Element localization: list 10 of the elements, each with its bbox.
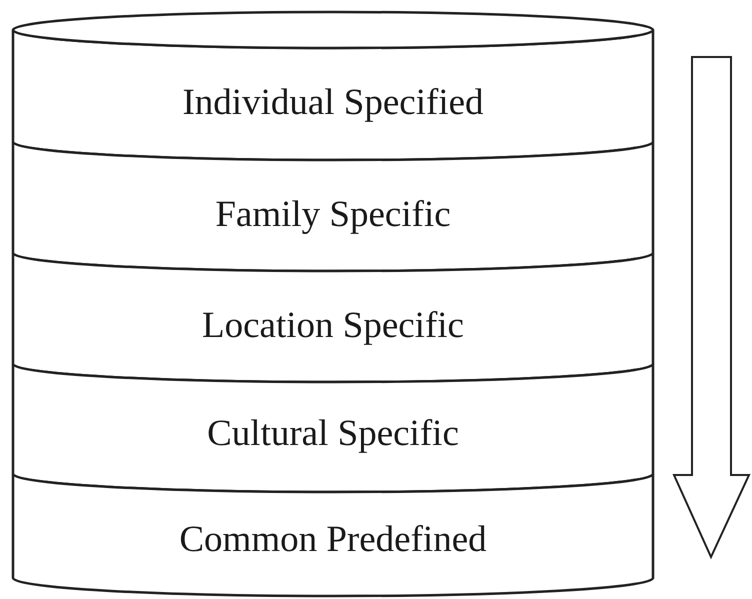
cylinder-layer — [13, 474, 653, 596]
cylinder-layer — [13, 364, 653, 492]
layer-label: Individual Specified — [182, 81, 484, 124]
layer-label: Location Specific — [202, 304, 464, 347]
cylinder-layer — [13, 12, 653, 160]
cylinder-layer — [13, 253, 653, 382]
layer-label: Cultural Specific — [207, 412, 459, 455]
layer-label: Family Specific — [215, 193, 451, 236]
layer-label: Common Predefined — [179, 518, 487, 561]
cylinder-layer — [13, 142, 653, 271]
